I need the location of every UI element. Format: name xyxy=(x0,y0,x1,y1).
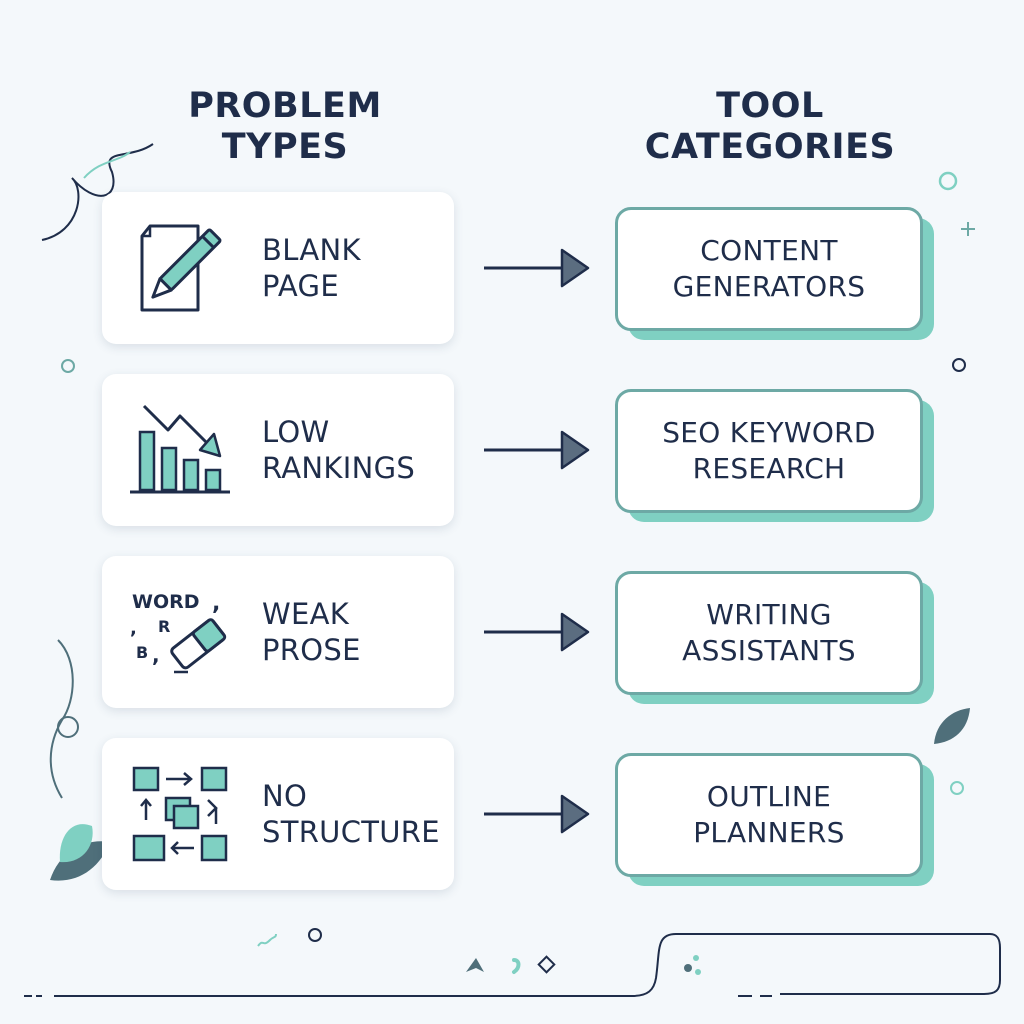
problem-card-weak-prose: WORD , , R B , WEAK PROSE xyxy=(102,556,454,708)
problem-label: WEAK PROSE xyxy=(262,596,361,668)
problem-label-line-1: NO xyxy=(262,779,308,813)
arrow-icon xyxy=(484,248,590,288)
arrow-icon xyxy=(484,794,590,834)
problem-heading-line-2: TYPES xyxy=(221,127,349,167)
problem-label: LOW RANKINGS xyxy=(262,414,415,486)
problem-label: BLANK PAGE xyxy=(262,232,361,304)
plus-icon xyxy=(961,222,975,236)
problem-heading-line-1: PROBLEM xyxy=(188,86,382,126)
leaf-icon xyxy=(934,708,970,744)
tool-card-writing-assistants: WRITING ASSISTANTS xyxy=(615,571,923,695)
comma-icon xyxy=(512,958,521,974)
dot-icon xyxy=(695,969,701,975)
pencil-document-icon xyxy=(140,224,222,312)
declining-bar-chart-icon xyxy=(130,404,230,494)
problem-card-no-structure: NO STRUCTURE xyxy=(102,738,454,890)
tool-label-line-2: PLANNERS xyxy=(693,816,845,849)
tool-label-line-1: OUTLINE xyxy=(706,780,832,813)
dot-circle-icon xyxy=(950,781,964,795)
problem-types-heading: PROBLEM TYPES xyxy=(130,86,440,168)
tool-card-content-generators: CONTENT GENERATORS xyxy=(615,207,923,331)
icon-comma: , xyxy=(212,591,220,616)
scattered-blocks-icon xyxy=(132,766,228,862)
problem-label-line-1: WEAK xyxy=(262,597,350,631)
tool-label-line-1: SEO KEYWORD xyxy=(662,416,876,449)
dot-icon xyxy=(684,964,692,972)
icon-text-r: R xyxy=(158,617,170,636)
problem-label-line-2: PAGE xyxy=(262,269,339,303)
dot-icon xyxy=(693,955,699,961)
icon-comma: , xyxy=(152,643,160,667)
dot-circle-icon xyxy=(308,928,322,942)
squiggle-teal-bottom xyxy=(257,933,277,947)
icon-text-b: B xyxy=(136,643,148,662)
dot-circle-icon xyxy=(938,171,958,191)
tool-card-seo-keyword-research: SEO KEYWORD RESEARCH xyxy=(615,389,923,513)
icon-comma: , xyxy=(130,618,137,639)
arrow-icon xyxy=(484,430,590,470)
vine-line-left xyxy=(49,639,74,799)
tool-label-line-2: ASSISTANTS xyxy=(682,634,856,667)
problem-card-low-rankings: LOW RANKINGS xyxy=(102,374,454,526)
tool-heading-line-2: CATEGORIES xyxy=(644,127,896,167)
tool-label-line-2: GENERATORS xyxy=(672,270,866,303)
diamond-icon xyxy=(537,955,556,974)
tool-label-line-2: RESEARCH xyxy=(692,452,846,485)
tool-label-line-1: CONTENT xyxy=(700,234,838,267)
problem-card-blank-page: BLANK PAGE xyxy=(102,192,454,344)
problem-label-line-1: LOW xyxy=(262,415,330,449)
dot-circle-icon xyxy=(952,358,966,372)
tool-label-line-1: WRITING xyxy=(706,598,832,631)
word-eraser-icon: WORD , , R B , xyxy=(130,591,227,674)
dot-circle-icon xyxy=(57,716,79,738)
dot-circle-icon xyxy=(61,359,75,373)
tool-card-outline-planners: OUTLINE PLANNERS xyxy=(615,753,923,877)
icon-text-word: WORD xyxy=(132,591,200,613)
tool-heading-line-1: TOOL xyxy=(716,86,824,126)
problem-label-line-1: BLANK xyxy=(262,233,361,267)
triangle-icon xyxy=(466,958,484,972)
problem-label-line-2: RANKINGS xyxy=(262,451,416,485)
tool-categories-heading: TOOL CATEGORIES xyxy=(620,86,920,168)
problem-label-line-2: STRUCTURE xyxy=(262,815,440,849)
squiggle-teal-top-left xyxy=(83,151,131,179)
leaf-icon xyxy=(59,824,93,863)
arrow-icon xyxy=(484,612,590,652)
problem-label-line-2: PROSE xyxy=(262,633,361,667)
bottom-rule-line xyxy=(54,933,1001,997)
leaf-icon xyxy=(50,841,110,881)
problem-label: NO STRUCTURE xyxy=(262,778,440,850)
